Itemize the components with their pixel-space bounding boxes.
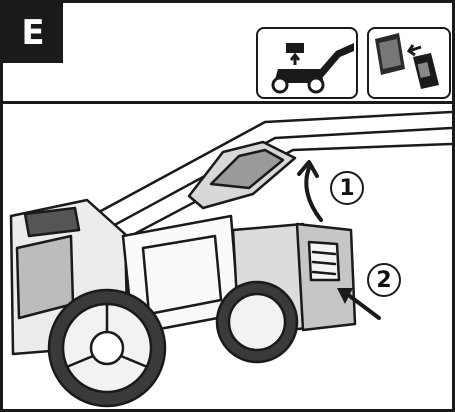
callout-step-1: 1 <box>330 171 364 205</box>
header-bar: E <box>3 3 452 104</box>
mower-lift-icon <box>256 27 358 99</box>
callout-step-2: 2 <box>367 263 401 297</box>
battery-insert-icon <box>367 27 451 99</box>
step-label: E <box>3 3 63 63</box>
mower-illustration <box>9 110 452 408</box>
